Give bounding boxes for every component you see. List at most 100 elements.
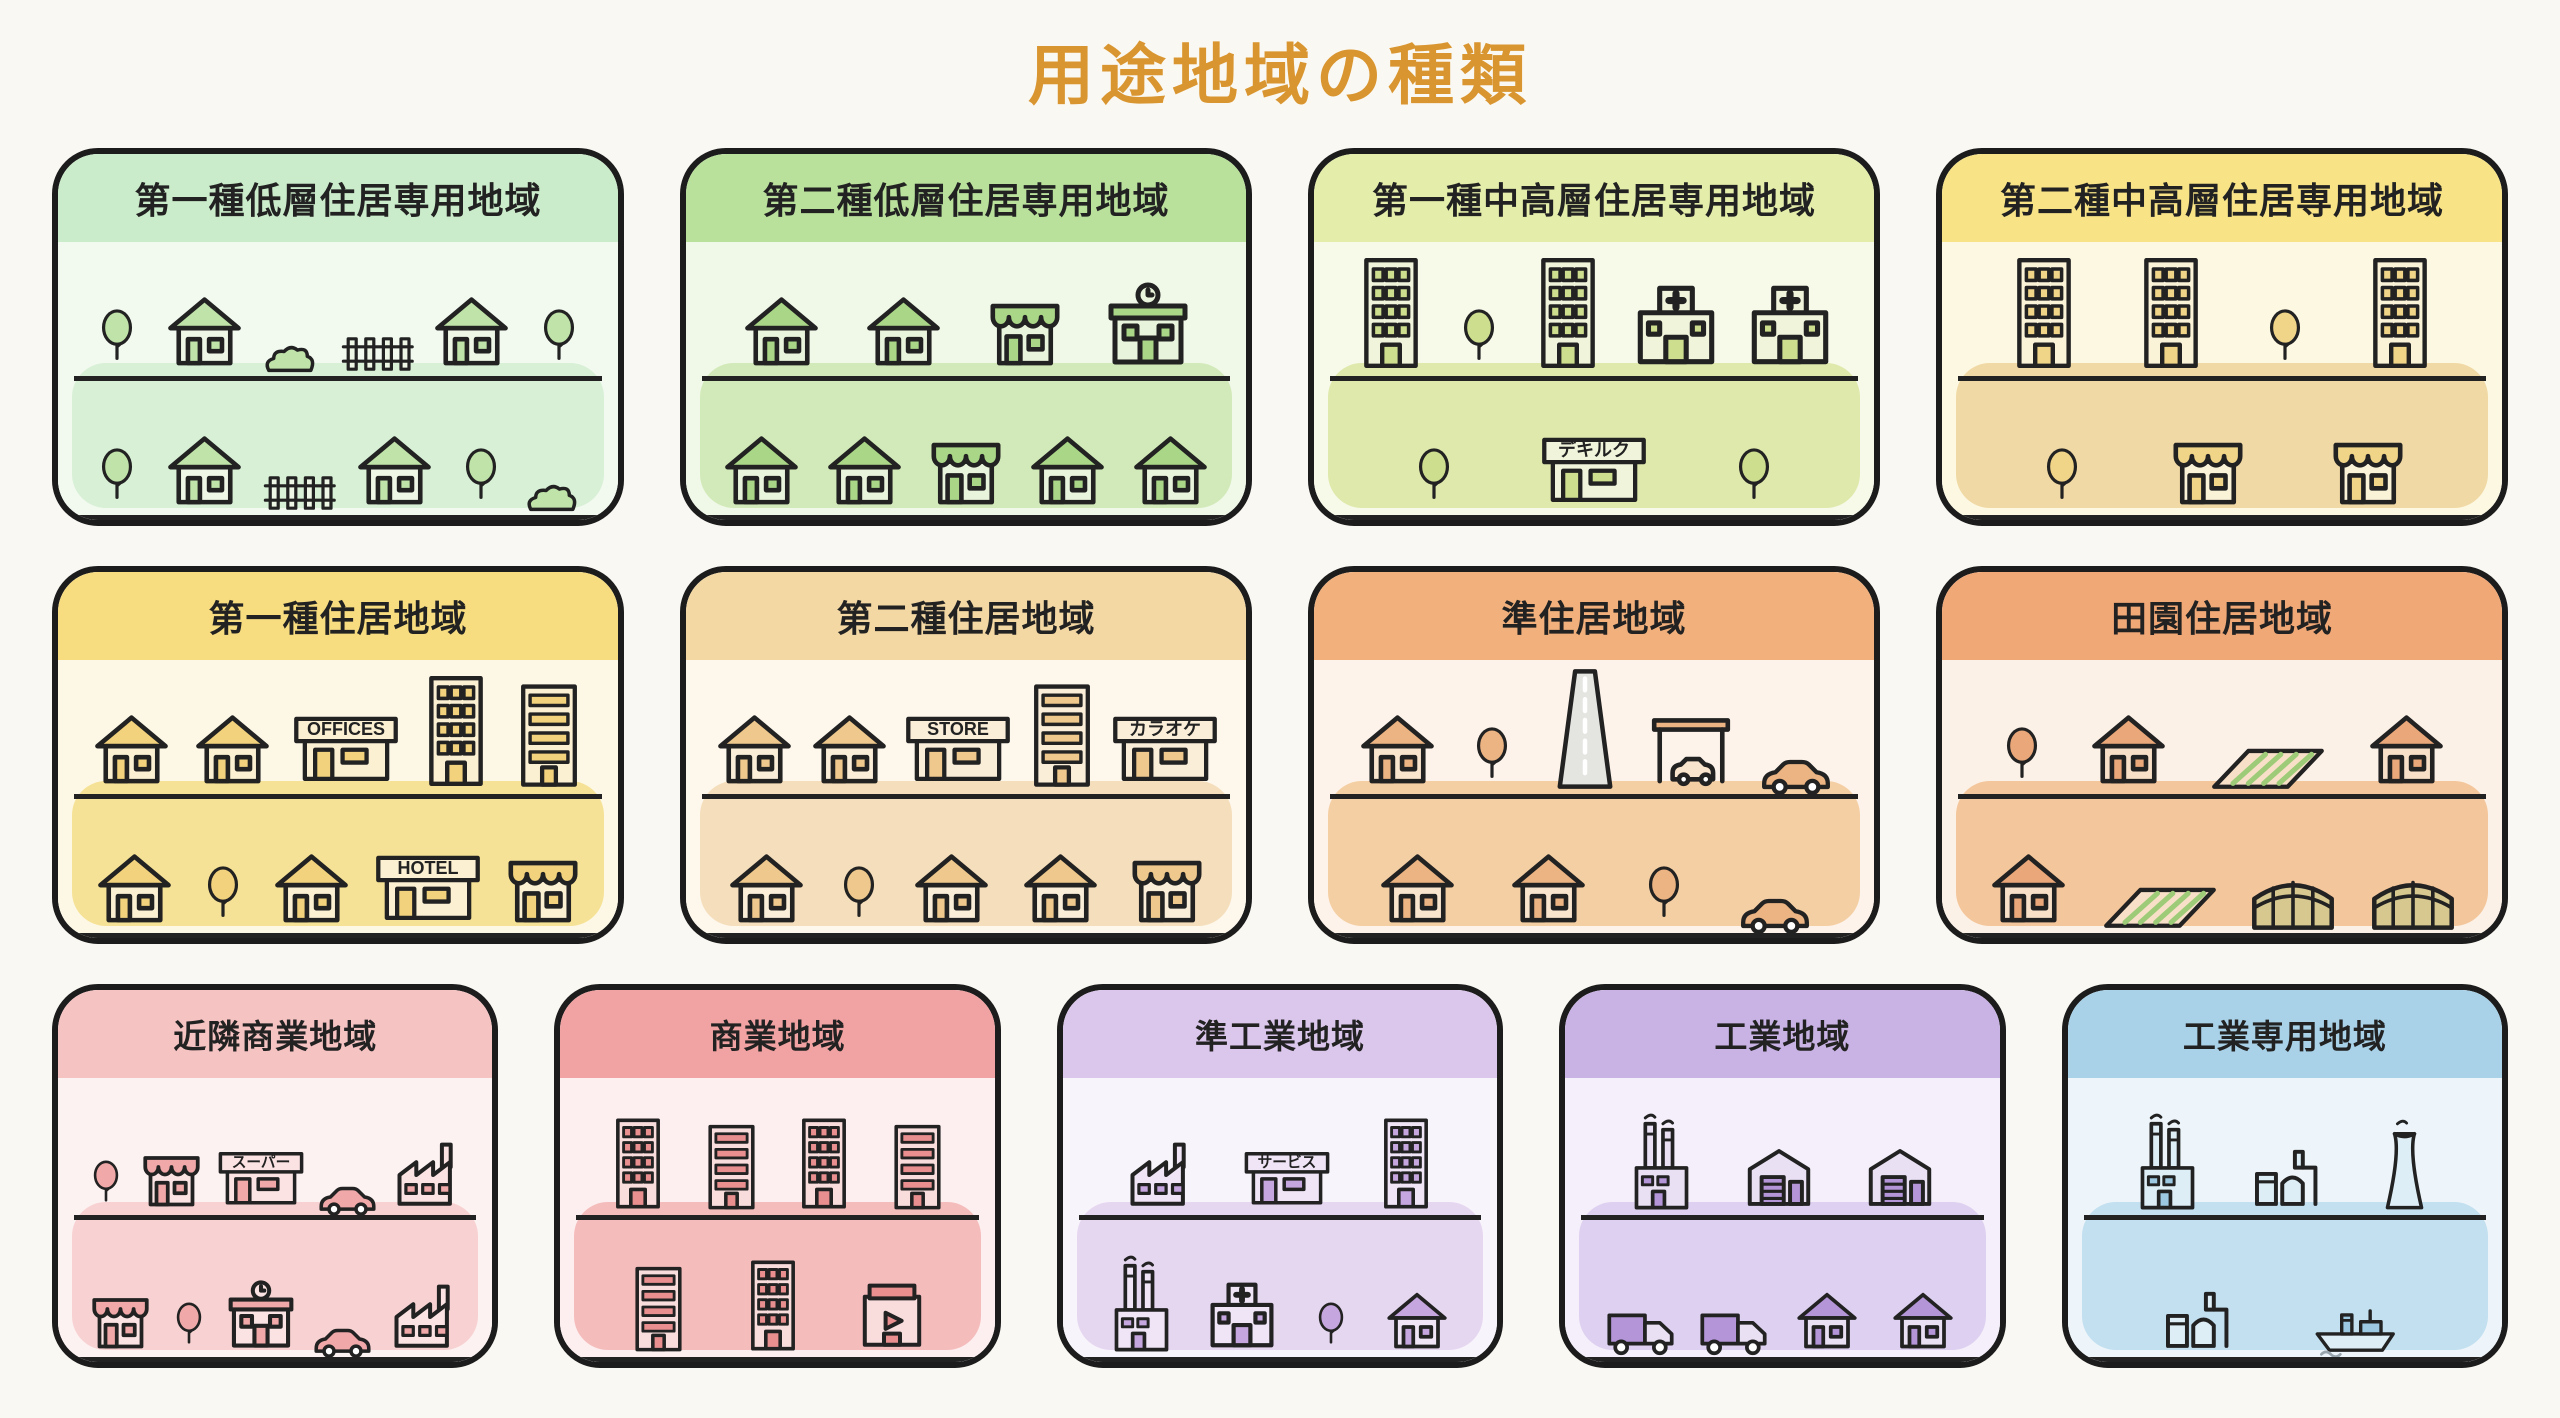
scene-row-lower: HOTEL [74, 799, 602, 938]
bigfactory-icon [2140, 1113, 2195, 1210]
sign-icon: OFFICES [294, 716, 398, 781]
bldg-icon [1384, 1118, 1429, 1209]
tree-icon [176, 1302, 202, 1344]
tree-icon [1464, 309, 1495, 360]
zone-card-illustration: スーパー [58, 1078, 493, 1362]
house-icon [1381, 854, 1454, 923]
sign-icon: スーパー [218, 1151, 304, 1205]
zone-card: 田園住居地域 [1936, 566, 2508, 944]
svg-text:スーパー: スーパー [231, 1154, 290, 1171]
house-icon [196, 715, 269, 784]
zone-card: 第二種中高層住居専用地域 [1936, 148, 2508, 526]
scene-row-lower [2083, 1220, 2487, 1362]
zone-card-title: 工業専用地域 [2067, 990, 2503, 1078]
illustration-background-band [72, 363, 604, 508]
zone-card-title: 準住居地域 [1314, 572, 1874, 660]
scene-row-upper [1330, 660, 1858, 799]
scene-row-upper [1581, 1078, 1984, 1220]
bldg-icon [2017, 258, 2072, 368]
house-icon [357, 436, 431, 505]
tree-icon [1418, 448, 1450, 499]
cooling-icon [2385, 1119, 2424, 1210]
car-icon [314, 1328, 371, 1357]
shop-icon [2173, 442, 2243, 505]
svg-text:デキルク: デキルク [1558, 439, 1630, 460]
hospital-icon [1210, 1282, 1274, 1348]
zone-card-title: 第一種住居地域 [58, 572, 618, 660]
house-icon [813, 715, 887, 784]
bush-icon [526, 484, 576, 512]
house-icon [828, 436, 901, 505]
bars-icon [521, 684, 577, 787]
house-icon [717, 715, 791, 784]
truck-icon [1700, 1313, 1767, 1356]
car-icon [1741, 898, 1809, 933]
bldg-icon [616, 1118, 661, 1209]
svg-text:STORE: STORE [927, 719, 989, 739]
scene-row-lower [702, 799, 1230, 938]
zone-card-title: 第二種中高層住居専用地域 [1942, 154, 2502, 242]
zone-card-title: 工業地域 [1565, 990, 2000, 1078]
zone-card-title: 第一種低層住居専用地域 [58, 154, 618, 242]
scene-row-lower [576, 1220, 979, 1362]
house-icon [915, 854, 989, 923]
sign-icon: デキルク [1542, 437, 1646, 503]
scene-row-lower [1958, 381, 2486, 520]
house-icon [1893, 1292, 1953, 1349]
svg-text:HOTEL: HOTEL [398, 858, 459, 878]
scene-row-lower: デキルク [1330, 381, 1858, 520]
car-icon [319, 1186, 376, 1215]
factory-icon [397, 1142, 453, 1206]
house-icon [98, 854, 171, 923]
house-icon [275, 854, 348, 923]
house-icon [725, 436, 798, 505]
illustration-background-band [2081, 1202, 2489, 1350]
scene-row-upper [702, 242, 1230, 381]
house-icon [744, 297, 818, 366]
house-icon [2370, 715, 2444, 784]
bigfactory-icon [1114, 1255, 1169, 1352]
zone-row-3: 近隣商業地域 スーパー 商業地域 準工業地域 サービス 工業地域 工 [52, 984, 2509, 1368]
zone-card-illustration [560, 1078, 995, 1362]
bldg-icon [2372, 258, 2427, 368]
shop-icon [2333, 442, 2403, 505]
tree-icon [1318, 1302, 1344, 1344]
house-icon [95, 715, 168, 784]
zone-grid: 第一種低層住居専用地域 第二種低層住居専用地域 第一種中高層住居専用地域 デキル… [0, 148, 2560, 1368]
scene-row-upper [2083, 1078, 2487, 1220]
house-icon [730, 854, 803, 923]
house-icon [1387, 1292, 1447, 1349]
zone-card-illustration [1942, 660, 2502, 938]
scene-row-upper: スーパー [74, 1078, 477, 1220]
zone-card: 準住居地域 [1308, 566, 1880, 944]
bars-icon [894, 1124, 941, 1210]
scene-row-upper: OFFICES [74, 660, 602, 799]
zone-card-title: 第一種中高層住居専用地域 [1314, 154, 1874, 242]
road-icon [1557, 669, 1612, 789]
canopy-icon [1651, 718, 1731, 787]
truck-icon [1607, 1313, 1674, 1356]
tree-icon [94, 1160, 119, 1202]
zone-card-illustration [2067, 1078, 2503, 1362]
shop-icon [931, 442, 1001, 505]
bldg-icon [2143, 258, 2198, 368]
zone-card: 近隣商業地域 スーパー [52, 984, 499, 1368]
bigfactory-icon [1634, 1113, 1689, 1210]
plant-icon [2254, 1149, 2318, 1206]
zone-card: 第一種住居地域 OFFICES HOTEL [52, 566, 624, 944]
tree-icon [102, 448, 133, 499]
scene-row-lower [1958, 799, 2486, 938]
zone-card-illustration [1565, 1078, 2000, 1362]
house-icon [1023, 854, 1097, 923]
warehouse-icon [1747, 1149, 1811, 1206]
bldg-icon [1363, 258, 1418, 368]
zone-card-title: 田園住居地域 [1942, 572, 2502, 660]
tree-icon [1476, 727, 1508, 778]
zone-card: 工業地域 [1559, 984, 2006, 1368]
scene-row-upper [1330, 242, 1858, 381]
scene-row-upper [576, 1078, 979, 1220]
tree-icon [102, 309, 133, 360]
house-icon [1134, 436, 1207, 505]
